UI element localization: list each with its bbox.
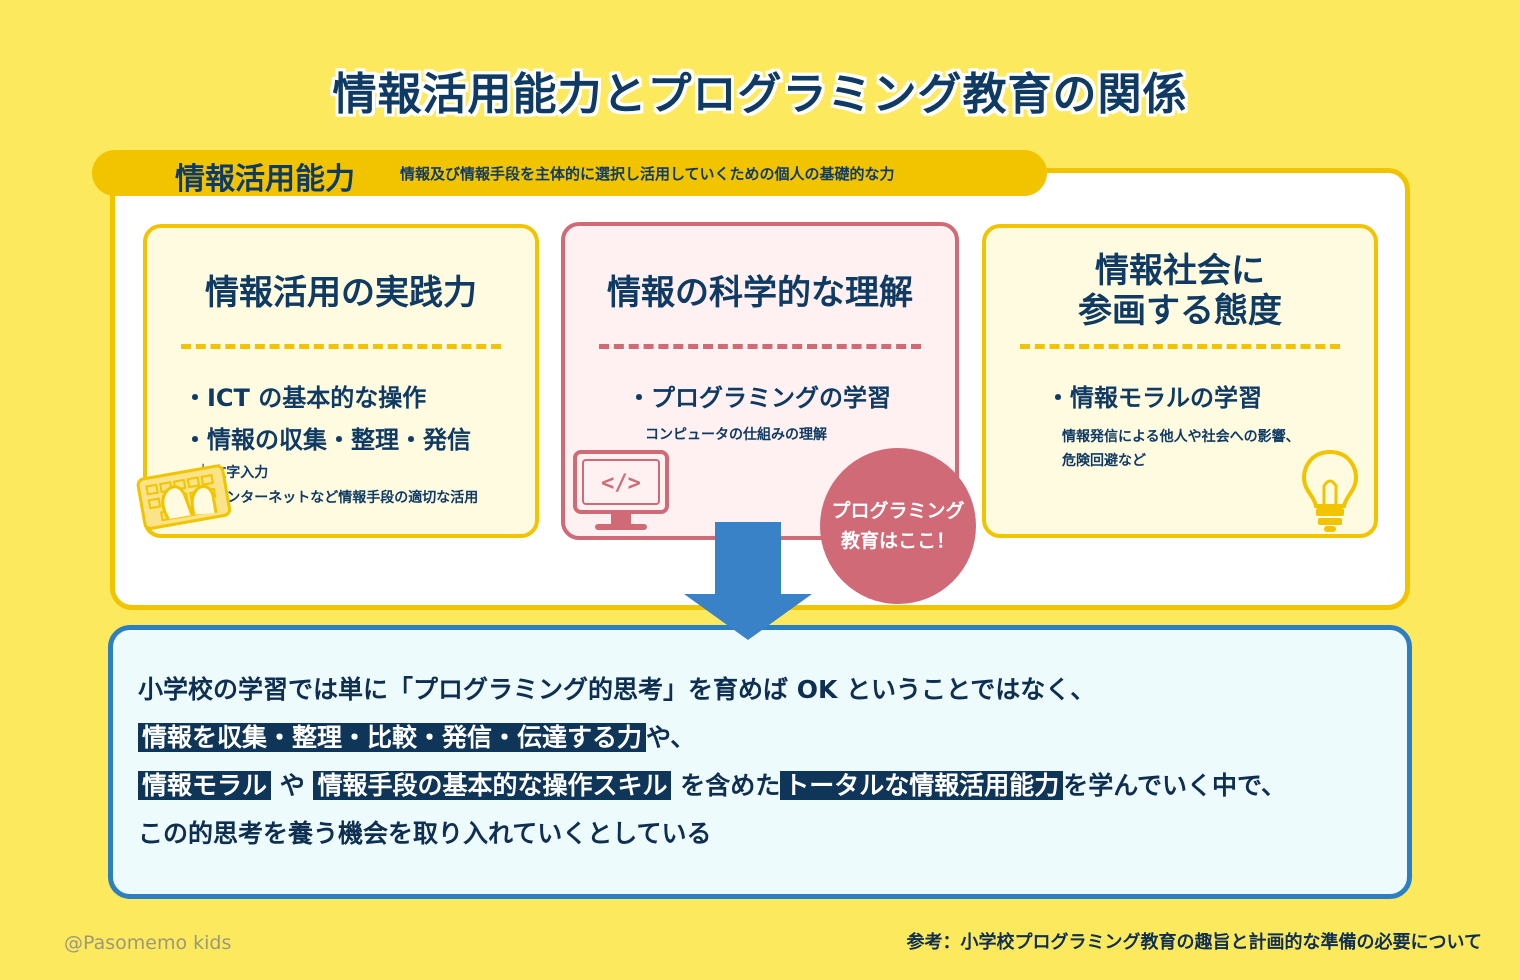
down-arrow-icon xyxy=(684,522,812,640)
banner-title: 情報活用能力 xyxy=(175,162,355,197)
summary-line-4: この的思考を養う機会を取り入れていくとしている xyxy=(138,819,712,848)
card-title: 情報活用の実践力 xyxy=(205,273,477,313)
summary-text: や xyxy=(279,771,305,800)
card-practical-skill: 情報活用の実践力 ・ICT の基本的な操作 ・情報の収集・整理・発信 └ 文字入… xyxy=(136,224,539,538)
banner-description: 情報及び情報手段を主体的に選択し活用していくための個人の基礎的な力 xyxy=(400,165,895,183)
card-title: 情報社会に xyxy=(1095,251,1265,291)
summary-text: を学んでいく中で、 xyxy=(1063,771,1286,800)
code-glyph: </> xyxy=(601,471,641,496)
computer-code-icon: </> xyxy=(573,450,669,530)
bubble-line: 教育はここ！ xyxy=(840,530,955,552)
summary-line-3: 情報モラル や 情報手段の基本的な操作スキル を含めたトータルな情報活用能力を学… xyxy=(138,766,1286,806)
list-item: ・プログラミングの学習 xyxy=(627,384,891,412)
keyboard-hands-icon xyxy=(136,464,232,530)
card-social-attitude: 情報社会に 参画する態度 ・情報モラルの学習 情報発信による他人や社会への影響、… xyxy=(982,224,1378,538)
summary-text: を含めた xyxy=(680,771,781,800)
list-item: ・情報の収集・整理・発信 xyxy=(183,426,471,454)
dashed-divider xyxy=(1020,344,1340,349)
dashed-divider xyxy=(599,344,921,349)
highlight: 情報モラル xyxy=(138,771,272,800)
list-item: ・ICT の基本的な操作 xyxy=(183,384,427,412)
sub-item: └ インターネットなど情報手段の適切な活用 xyxy=(199,490,479,506)
reference-text: 参考：小学校プログラミング教育の趣旨と計画的な準備の必要について xyxy=(906,932,1482,953)
sub-item: 情報発信による他人や社会への影響、 xyxy=(1062,429,1300,445)
bubble-line: プログラミング xyxy=(831,500,965,522)
summary-line-2: 情報を収集・整理・比較・発信・伝達する力や、 xyxy=(138,718,695,758)
card-title: 参画する態度 xyxy=(1078,291,1282,331)
lightbulb-icon xyxy=(1301,449,1359,532)
highlight: トータルな情報活用能力 xyxy=(780,771,1064,800)
summary-line-1: 小学校の学習では単に「プログラミング的思考」を育めば OK ということではなく、 xyxy=(138,675,1096,704)
list-item: ・情報モラルの学習 xyxy=(1046,384,1262,412)
page-title: 情報活用能力とプログラミング教育の関係 xyxy=(332,69,1188,120)
dashed-divider xyxy=(181,344,501,349)
programming-education-bubble: プログラミング 教育はここ！ xyxy=(820,448,976,604)
highlight: 情報手段の基本的な操作スキル xyxy=(313,771,672,800)
sub-item: 危険回避など xyxy=(1062,453,1146,469)
info-literacy-banner xyxy=(92,150,1047,196)
highlight: 情報を収集・整理・比較・発信・伝達する力 xyxy=(138,723,647,752)
summary-text: や、 xyxy=(646,723,696,752)
summary-box xyxy=(108,625,1412,899)
card-title: 情報の科学的な理解 xyxy=(607,273,913,313)
credit-text: @Pasomemo kids xyxy=(64,932,232,954)
sub-item: コンピュータの仕組みの理解 xyxy=(645,427,827,443)
